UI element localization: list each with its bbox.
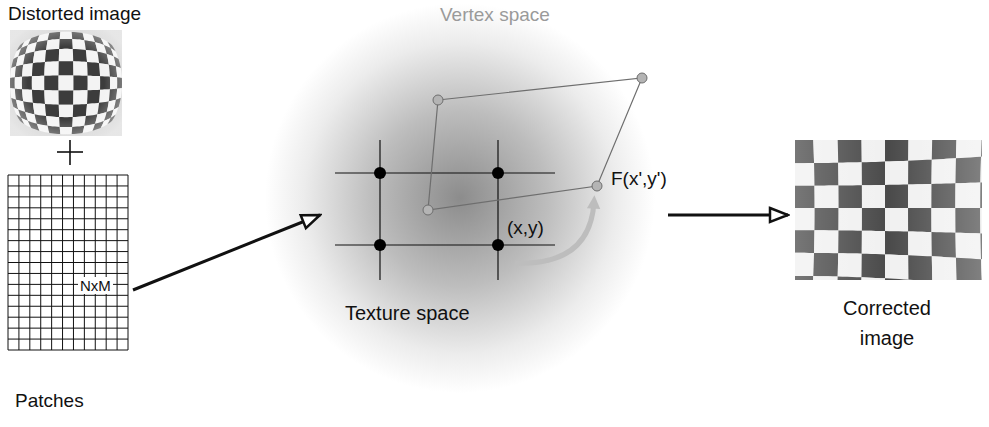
vertex-point: [423, 205, 433, 215]
grid-line: [8, 273, 128, 274]
plus-symbol: [57, 140, 83, 165]
texture-space-region: Texture space: [320, 60, 668, 332]
patch-grid: NxM Patches: [5, 170, 133, 420]
grid-size-label: NxM: [78, 277, 113, 294]
grid-line: [335, 244, 555, 245]
vertex-point: [592, 181, 602, 191]
grid-line: [8, 196, 128, 197]
texture-glow: [265, 3, 655, 393]
vertex-dot: [492, 239, 504, 251]
grid-line: [8, 185, 128, 186]
flow-arrow: [668, 214, 788, 217]
grid-line: [8, 262, 128, 263]
vignette: [795, 140, 982, 280]
vertex-space-points: [423, 73, 647, 215]
grid-line: [8, 339, 128, 340]
grid-line: [8, 240, 128, 241]
grid-line: [8, 328, 128, 329]
panel-heading: Distorted image: [8, 3, 141, 25]
image-panel: Distorted image: [0, 0, 160, 140]
grid-line: [335, 172, 555, 173]
checkerboard: [795, 140, 982, 280]
grid-line: [8, 251, 128, 252]
corrected-photo: [795, 140, 982, 280]
grid-line: [8, 218, 128, 219]
vertex-point: [433, 95, 443, 105]
space-label: Vertex space: [440, 4, 550, 26]
grid-line: [8, 317, 128, 318]
grid-line: [8, 229, 128, 230]
vertex-quad: [428, 78, 642, 210]
grid-line: [497, 140, 498, 280]
grid-line: [8, 207, 128, 208]
vignette: [10, 30, 122, 136]
panel-heading: Patches: [15, 390, 84, 412]
plus-stroke: [57, 151, 83, 153]
vertex-point: [637, 73, 647, 83]
function-label: F(x',y'): [611, 168, 667, 190]
texture-grid: [335, 140, 555, 280]
grid-line: [8, 350, 128, 351]
distorted-photo: [10, 30, 122, 136]
grid-line: [8, 306, 128, 307]
photo-ground: [795, 140, 982, 280]
coordinate-label: (x,y): [507, 217, 544, 239]
image-panel: Corrected image: [788, 135, 986, 360]
panel-heading: Corrected image: [832, 293, 942, 353]
photo-ground: [10, 30, 122, 136]
vertex-dot: [492, 167, 504, 179]
region-label: Texture space: [345, 302, 470, 325]
patch-grid-lines: [8, 175, 128, 350]
vertex-dot: [374, 239, 386, 251]
grid-line: [379, 140, 380, 280]
grid-line: [8, 175, 128, 176]
vertex-dot: [374, 167, 386, 179]
grid-line: [8, 295, 128, 296]
flow-arrow: [133, 215, 320, 290]
